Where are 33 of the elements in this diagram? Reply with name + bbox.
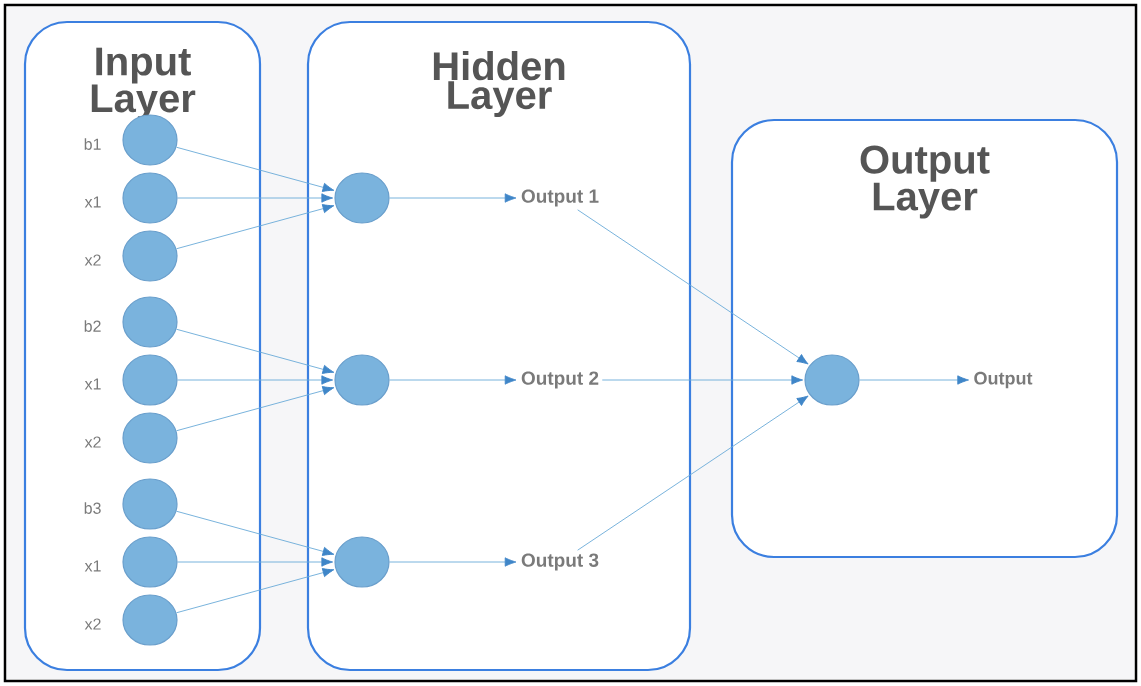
arrow	[389, 557, 517, 567]
arrow	[577, 209, 809, 365]
arrow	[176, 386, 335, 432]
arrow	[176, 568, 335, 614]
arrow	[601, 375, 804, 385]
input-label: x1	[84, 560, 101, 572]
neuron-circle	[804, 354, 860, 406]
input-label: x1	[84, 196, 101, 208]
input-label: x2	[84, 254, 101, 266]
arrow	[176, 204, 335, 250]
input-label: x1	[84, 378, 101, 390]
arrow	[176, 146, 335, 192]
arrow	[389, 193, 517, 203]
neuron-circle	[334, 536, 390, 588]
arrow	[177, 557, 334, 567]
input-label: x2	[84, 618, 101, 630]
arrow	[389, 375, 517, 385]
arrow	[176, 328, 335, 374]
neuron-circle	[334, 354, 390, 406]
input-label: b3	[84, 502, 101, 514]
output-label: Output	[974, 371, 1033, 389]
arrow	[859, 375, 969, 385]
arrow	[577, 395, 809, 551]
input-label: b2	[84, 320, 101, 332]
neuron-circle	[334, 172, 390, 224]
output-label: Output 1	[521, 189, 599, 207]
arrow	[176, 510, 335, 556]
output-label: Output 3	[521, 553, 599, 571]
input-label: x2	[84, 436, 101, 448]
input-label: b1	[84, 138, 101, 150]
arrow	[177, 375, 334, 385]
output-label: Output 2	[521, 371, 599, 389]
arrow	[177, 193, 334, 203]
